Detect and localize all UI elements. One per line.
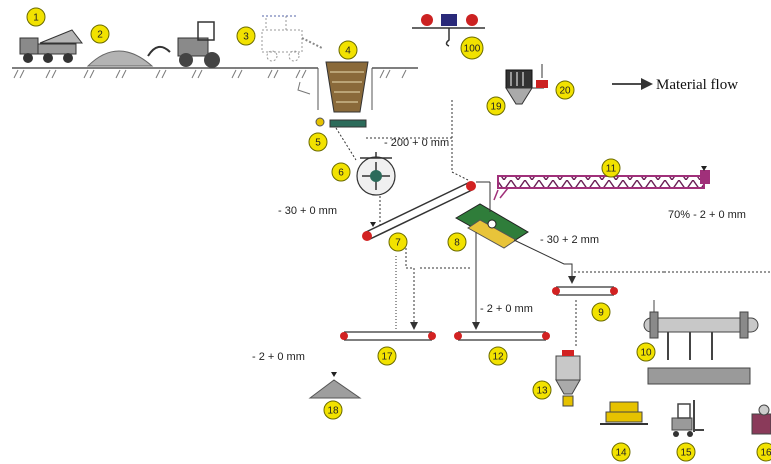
wheel-loader-icon — [147, 21, 220, 68]
equipment-marker-label: 19 — [490, 102, 502, 113]
equipment-marker-9: 9 — [591, 302, 611, 322]
overhead-crane-icon — [412, 14, 485, 47]
equipment-marker-label: 15 — [680, 448, 692, 459]
equipment-marker-label: 17 — [381, 352, 393, 363]
equipment-marker-label: 3 — [243, 32, 249, 43]
equipment-marker-label: 7 — [395, 238, 401, 249]
equipment-marker-label: 16 — [760, 448, 771, 459]
loading-machine-icon — [751, 404, 771, 435]
equipment-marker-17: 17 — [377, 346, 397, 366]
equipment-marker-label: 14 — [615, 448, 627, 459]
feed-point-indicator — [701, 166, 707, 171]
feed-size-label: - 200 + 0 mm — [384, 137, 449, 149]
raw-material-pile-icon — [86, 50, 154, 67]
equipment-marker-7: 7 — [388, 232, 408, 252]
equipment-marker-10: 10 — [636, 342, 656, 362]
equipment-marker-label: 11 — [606, 164, 617, 175]
feed-point-indicator — [370, 222, 376, 227]
equipment-marker-label: 2 — [97, 30, 103, 41]
equipment-marker-19: 19 — [486, 96, 506, 116]
equipment-marker-3: 3 — [236, 26, 256, 46]
equipment-marker-label: 4 — [345, 46, 351, 57]
equipment-marker-label: 5 — [315, 138, 321, 149]
dump-truck-icon — [19, 29, 84, 63]
equipment-marker-6: 6 — [331, 162, 351, 182]
inclined-belt-conveyor-icon — [362, 181, 476, 241]
dust-collector-icon — [505, 69, 533, 105]
screen-oversize-label: - 30 + 2 mm — [540, 234, 599, 246]
belt-conveyor-9-icon — [552, 286, 618, 296]
equipment-marker-label: 1 — [33, 13, 39, 24]
material-flow-lines — [335, 100, 770, 346]
equipment-marker-20: 20 — [555, 80, 575, 100]
equipment-marker-label: 13 — [536, 386, 548, 397]
vibrating-screen-icon — [454, 203, 529, 249]
crushed-size-label: - 30 + 0 mm — [278, 205, 337, 217]
equipment-marker-100: 100 — [460, 36, 484, 60]
equipment-marker-8: 8 — [447, 232, 467, 252]
equipment-marker-label: 20 — [559, 86, 571, 97]
equipment-marker-4: 4 — [338, 40, 358, 60]
equipment-marker-1: 1 — [26, 7, 46, 27]
legend-label: Material flow — [656, 77, 738, 93]
equipment-marker-label: 8 — [454, 238, 460, 249]
sand-stockpile-icon — [308, 372, 362, 399]
equipment-marker-18: 18 — [323, 400, 343, 420]
equipment-marker-5: 5 — [308, 132, 328, 152]
equipment-marker-label: 100 — [464, 44, 481, 55]
screw-conveyor-icon — [493, 170, 710, 201]
belt-conveyor-12-icon — [454, 331, 550, 341]
equipment-marker-label: 18 — [327, 406, 339, 417]
equipment-marker-label: 12 — [492, 352, 504, 363]
equipment-marker-14: 14 — [611, 442, 631, 462]
stockpile-size-label: - 2 + 0 mm — [252, 351, 305, 363]
equipment-marker-11: 11 — [601, 158, 621, 178]
bagged-pallet-icon — [600, 401, 648, 425]
equipment-marker-2: 2 — [90, 24, 110, 44]
equipment-marker-label: 9 — [598, 308, 604, 319]
feed-hopper-icon — [325, 61, 369, 113]
storage-silo-icon — [555, 350, 581, 407]
exhaust-fan-icon — [532, 64, 548, 89]
equipment-marker-label: 10 — [640, 348, 652, 359]
ground-surface — [12, 67, 418, 110]
vibrating-feeder-icon — [315, 117, 367, 128]
loader-dumping-icon — [261, 15, 323, 62]
conveyor-ratio-label: 70% - 2 + 0 mm — [668, 209, 746, 221]
forklift-icon — [671, 400, 704, 437]
equipment-marker-label: 6 — [338, 168, 344, 179]
belt-conveyor-17-icon — [340, 331, 436, 341]
equipment-marker-16: 16 — [756, 442, 771, 462]
screen-fines-label: - 2 + 0 mm — [480, 303, 533, 315]
impact-crusher-icon — [356, 152, 396, 196]
equipment-marker-12: 12 — [488, 346, 508, 366]
equipment-marker-15: 15 — [676, 442, 696, 462]
dryer-manifold-icon — [643, 300, 759, 385]
material-flow-legend: Material flow — [612, 77, 738, 93]
equipment-marker-13: 13 — [532, 380, 552, 400]
